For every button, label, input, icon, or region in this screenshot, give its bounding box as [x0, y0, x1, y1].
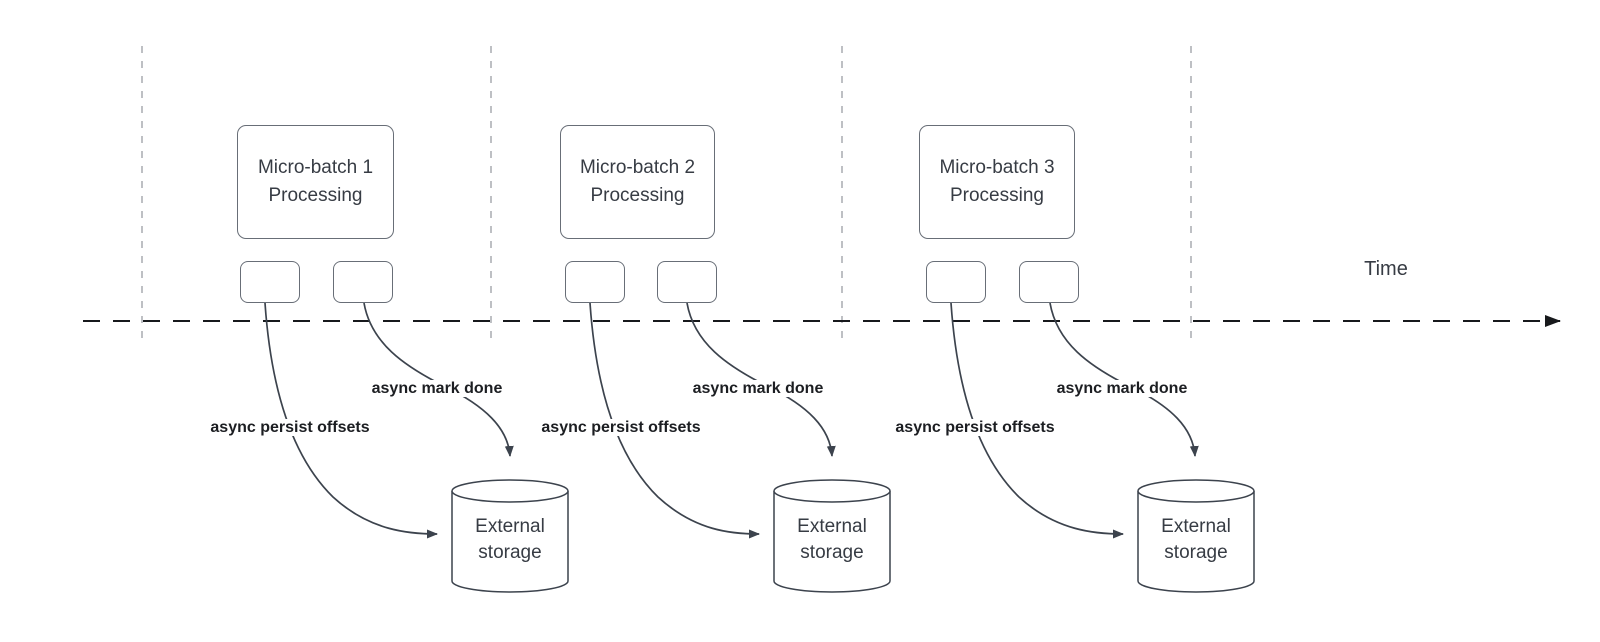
persist-offsets-arrow — [264, 302, 438, 539]
external-storage-label: External storage — [1161, 516, 1231, 563]
persist-offsets-arrow — [950, 302, 1124, 539]
external-storage-cylinder — [1137, 479, 1255, 593]
external-storage-cylinder — [451, 479, 569, 593]
external-storage-label: External storage — [797, 516, 867, 563]
mark-done-label: async mark done — [1037, 379, 1207, 398]
mark-done-label: async mark done — [673, 379, 843, 398]
external-storage-cylinder — [773, 479, 891, 593]
microbatch-1-processing-box: Micro-batch 1 Processing — [237, 125, 394, 239]
task-box — [657, 261, 717, 303]
time-axis-label: Time — [1364, 258, 1408, 280]
microbatch-2-processing-box: Micro-batch 2 Processing — [560, 125, 715, 239]
task-box — [926, 261, 986, 303]
external-storage-label: External storage — [475, 516, 545, 563]
task-box — [333, 261, 393, 303]
task-box — [565, 261, 625, 303]
persist-offsets-label: async persist offsets — [880, 418, 1070, 437]
task-box — [1019, 261, 1079, 303]
microbatch-3-processing-box: Micro-batch 3 Processing — [919, 125, 1075, 239]
mark-done-label: async mark done — [352, 379, 522, 398]
persist-offsets-label: async persist offsets — [526, 418, 716, 437]
persist-offsets-label: async persist offsets — [195, 418, 385, 437]
task-box — [240, 261, 300, 303]
persist-offsets-arrow — [589, 302, 760, 539]
